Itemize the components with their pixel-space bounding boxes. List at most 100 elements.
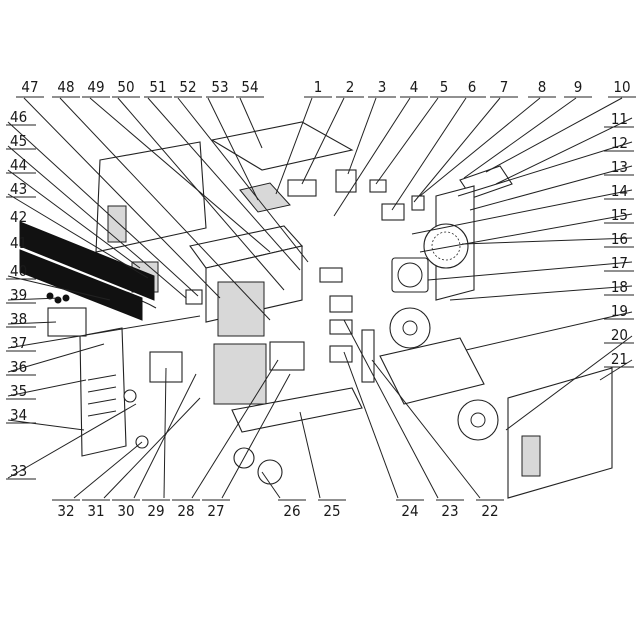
leader-33 xyxy=(7,403,137,479)
leader-1 xyxy=(275,97,313,195)
callout-46: 46 xyxy=(10,108,27,126)
leader-lines xyxy=(7,97,633,499)
transformer-small xyxy=(335,169,357,193)
leader-54 xyxy=(239,97,263,149)
terminal-module-3 xyxy=(329,319,353,335)
leader-7 xyxy=(413,97,501,203)
right-side-panel xyxy=(507,367,613,499)
leader-19 xyxy=(465,311,633,351)
leader-9 xyxy=(463,97,577,179)
leader-4 xyxy=(333,97,411,217)
rear-wheel-lower-hub xyxy=(470,412,486,428)
rear-wheel-upper-hub xyxy=(402,320,418,336)
callout-10: 10 xyxy=(613,78,630,96)
leader-16 xyxy=(461,237,633,245)
cooling-fan-rotor xyxy=(397,262,423,288)
callout-52: 52 xyxy=(179,78,196,96)
callout-31: 31 xyxy=(87,502,104,520)
leader-20 xyxy=(505,335,633,431)
front-panel-slot-4 xyxy=(87,410,117,417)
callout-27: 27 xyxy=(207,502,224,520)
rear-wheel-upper xyxy=(389,307,431,349)
callout-43: 43 xyxy=(10,180,27,198)
callout-18: 18 xyxy=(611,278,628,296)
leader-43 xyxy=(7,193,149,279)
leader-53 xyxy=(207,97,259,201)
callout-53: 53 xyxy=(211,78,228,96)
leader-5 xyxy=(375,97,439,185)
callout-12: 12 xyxy=(611,134,628,152)
leader-39 xyxy=(7,297,61,301)
bracket-a xyxy=(369,179,387,193)
leader-44 xyxy=(7,169,141,269)
leader-52 xyxy=(177,97,309,263)
callout-48: 48 xyxy=(57,78,74,96)
bottom-tray xyxy=(379,337,485,405)
leader-6 xyxy=(391,97,467,211)
callout-45: 45 xyxy=(10,132,27,150)
callout-40: 40 xyxy=(10,262,27,280)
heat-sink-lower xyxy=(213,343,267,405)
callout-32: 32 xyxy=(57,502,74,520)
callout-7: 7 xyxy=(500,78,509,96)
right-panel-vents xyxy=(521,435,541,477)
caster-right xyxy=(257,459,283,485)
leader-31 xyxy=(103,397,201,499)
callout-35: 35 xyxy=(10,382,27,400)
leader-17 xyxy=(427,261,633,281)
leader-32 xyxy=(73,441,143,499)
callout-25: 25 xyxy=(323,502,340,520)
leader-48 xyxy=(59,97,271,321)
callout-20: 20 xyxy=(611,326,628,344)
leader-37 xyxy=(7,315,201,349)
callout-4: 4 xyxy=(410,78,419,96)
leader-18 xyxy=(449,285,633,301)
leader-22 xyxy=(371,359,481,499)
callout-30: 30 xyxy=(117,502,134,520)
front-panel xyxy=(79,327,127,457)
fan-grill xyxy=(423,223,469,269)
leader-35 xyxy=(7,379,87,397)
leader-12 xyxy=(457,141,633,197)
callout-44: 44 xyxy=(10,156,27,174)
callout-49: 49 xyxy=(87,78,104,96)
leader-38 xyxy=(7,321,57,325)
callout-39: 39 xyxy=(10,286,27,304)
front-panel-slot-2 xyxy=(87,386,117,393)
terminal-module-4 xyxy=(329,345,353,363)
leader-3 xyxy=(347,97,377,175)
leader-45 xyxy=(7,145,187,299)
bracket-b xyxy=(381,203,405,221)
top-cover-panel xyxy=(210,121,354,171)
callout-8: 8 xyxy=(538,78,547,96)
callout-41: 41 xyxy=(10,234,27,252)
bracket-c xyxy=(411,195,425,211)
callout-13: 13 xyxy=(611,158,628,176)
callout-23: 23 xyxy=(441,502,458,520)
leader-29 xyxy=(163,367,167,499)
terminal-module-2 xyxy=(329,295,353,313)
callout-22: 22 xyxy=(481,502,498,520)
leader-15 xyxy=(419,213,633,253)
callout-19: 19 xyxy=(611,302,628,320)
highlight-bar-42 xyxy=(19,221,155,301)
callout-34: 34 xyxy=(10,406,27,424)
leader-11 xyxy=(495,117,633,185)
leader-50 xyxy=(117,97,285,291)
leader-27 xyxy=(221,373,291,499)
capacitor-board xyxy=(269,341,305,371)
insulation-strip xyxy=(361,329,375,383)
fan-grill-inner xyxy=(431,231,461,261)
leader-26 xyxy=(261,471,281,499)
terminal-bracket xyxy=(185,289,203,305)
callout-29: 29 xyxy=(147,502,164,520)
leader-23 xyxy=(343,319,439,499)
callout-6: 6 xyxy=(468,78,477,96)
callout-50: 50 xyxy=(117,78,134,96)
highlight-bar-41 xyxy=(19,249,143,321)
leader-47 xyxy=(23,97,221,299)
relay-board xyxy=(287,179,317,197)
highlight-bars xyxy=(19,221,155,321)
